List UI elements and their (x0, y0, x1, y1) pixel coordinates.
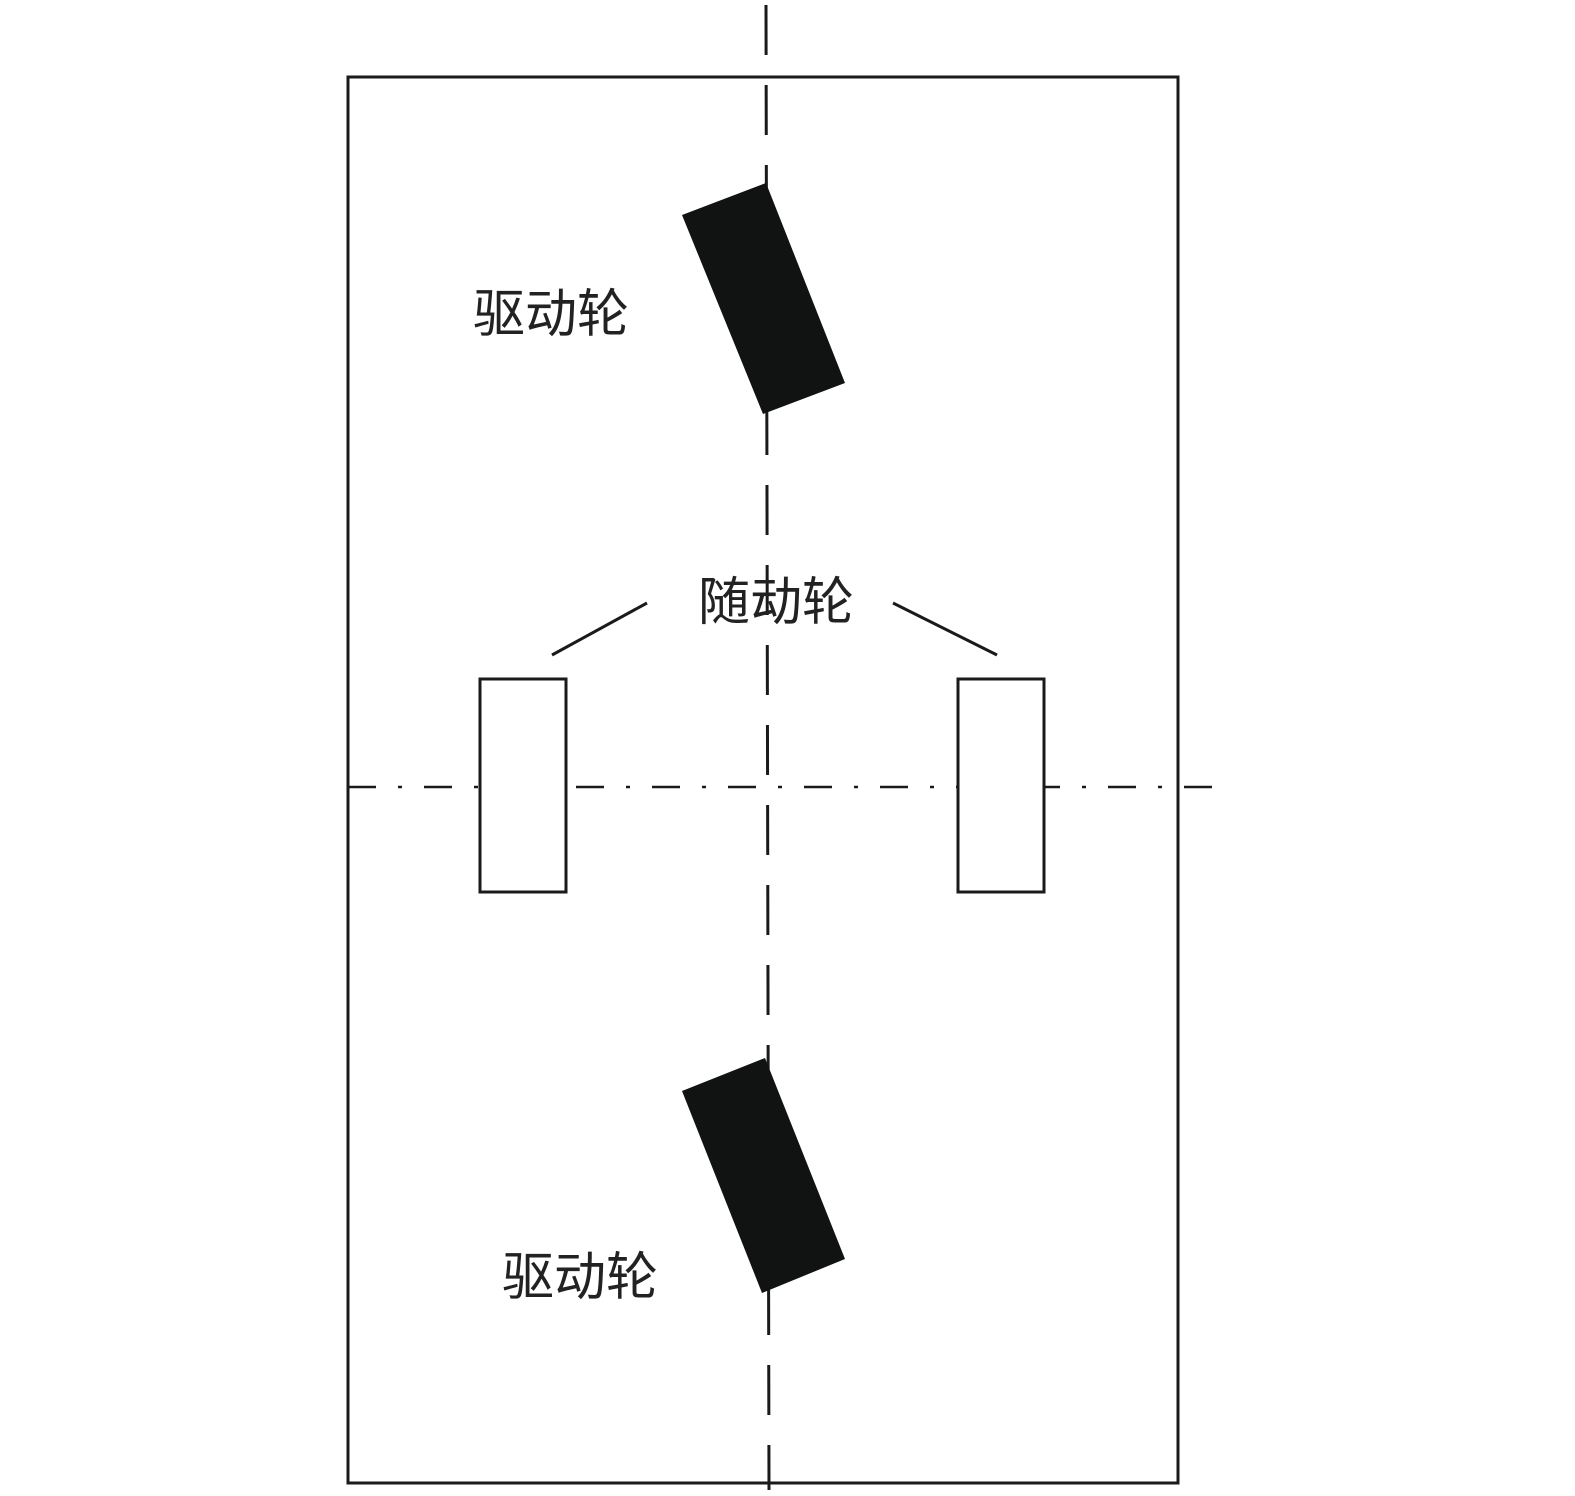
follower-wheel-right (956, 677, 1046, 894)
drive-wheel-top (682, 183, 845, 414)
follower-wheels-label: 随动轮 (698, 573, 854, 633)
follower-wheel-left (478, 677, 568, 894)
chassis-outline (346, 75, 1180, 1485)
follower-leader-line-right (892, 601, 998, 657)
drive-wheel-bottom (682, 1058, 845, 1293)
follower-leader-line-left (551, 601, 648, 657)
drive-wheel-top-label: 驱动轮 (473, 285, 629, 345)
drive-wheel-bottom-label: 驱动轮 (502, 1248, 658, 1308)
